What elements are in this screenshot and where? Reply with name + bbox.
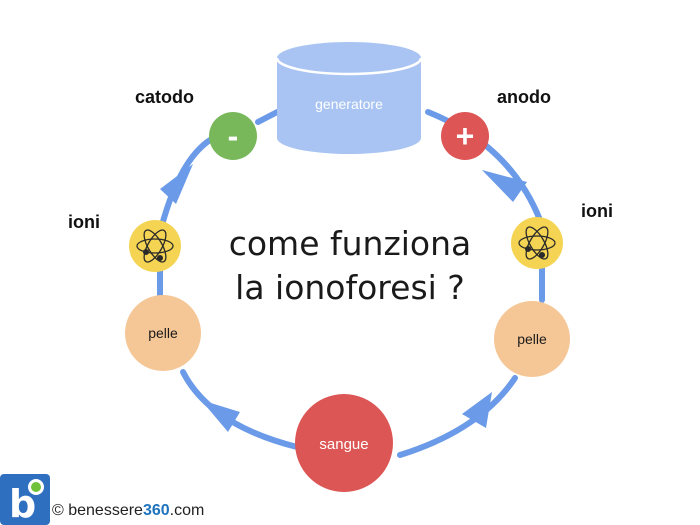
- title-line-1: come funziona: [228, 224, 472, 263]
- ions-right-node: [511, 217, 563, 269]
- flow-arrows: [160, 164, 527, 432]
- ring-arc-left-ions-to-cathode: [159, 137, 213, 228]
- copyright-footer: © benessere360.com: [52, 502, 204, 520]
- blood-label: sangue: [319, 436, 368, 453]
- anode-symbol: +: [456, 118, 475, 154]
- footer-brand: 360: [142, 502, 170, 519]
- ring-arc-blood-to-left-skin: [180, 369, 300, 450]
- benessere360-logo: b: [0, 474, 50, 525]
- atom-icon: [518, 226, 556, 260]
- circuit-ring: [157, 105, 545, 458]
- flow-arrow-right-top: [482, 170, 527, 202]
- skin-right-label: pelle: [517, 331, 547, 347]
- cathode-symbol: -: [228, 118, 239, 154]
- cathode-label: catodo: [135, 87, 195, 107]
- generator-cylinder: generatore: [275, 42, 423, 154]
- diagram-title: come funziona la ionoforesi ?: [200, 222, 500, 310]
- flow-arrow-left-bottom: [201, 400, 240, 432]
- ions-right-label: ioni: [581, 201, 613, 221]
- skin-left-label: pelle: [148, 325, 178, 341]
- ions-left-node: [129, 220, 181, 272]
- footer-prefix: © benessere: [52, 502, 143, 519]
- ring-arc-right-skin-to-blood: [397, 375, 518, 458]
- anode-node: +: [441, 112, 489, 160]
- ions-left-label: ioni: [68, 212, 100, 232]
- skin-right-node: pelle: [494, 301, 570, 377]
- ring-arc-anode-to-right-ions: [425, 109, 543, 223]
- atom-icon: [136, 229, 174, 263]
- flow-arrow-left-top: [160, 164, 193, 204]
- flow-arrow-right-bottom: [462, 392, 492, 428]
- blood-node: sangue: [295, 394, 393, 492]
- footer-suffix: .com: [169, 502, 205, 519]
- cathode-node: -: [209, 112, 257, 160]
- generator-label: generatore: [315, 96, 383, 112]
- skin-left-node: pelle: [125, 295, 201, 371]
- anode-label: anodo: [497, 87, 551, 107]
- title-line-2: la ionoforesi ?: [235, 268, 465, 307]
